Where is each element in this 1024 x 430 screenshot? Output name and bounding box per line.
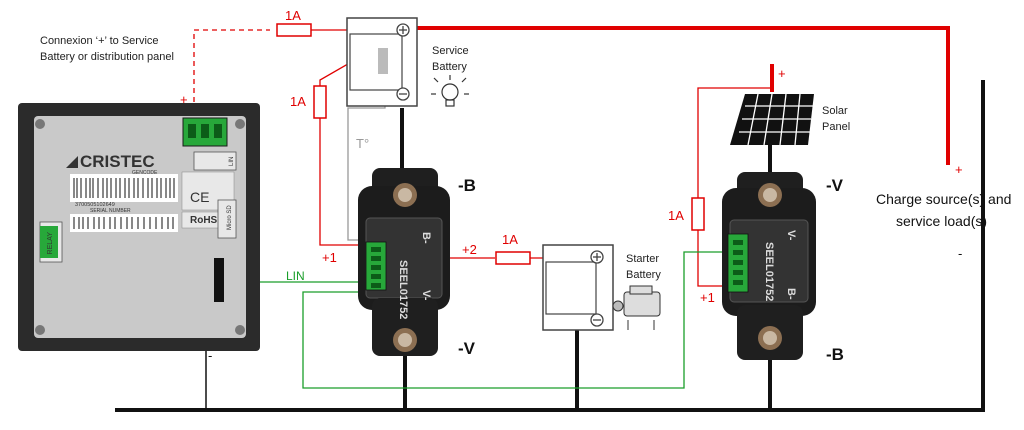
fuse-top bbox=[276, 23, 312, 37]
charge-source-label-2: service load(s) bbox=[896, 213, 987, 229]
fuse-label-top: 1A bbox=[285, 8, 301, 23]
controller-brand: CRISTEC bbox=[80, 152, 155, 171]
dashed-positive-connexion bbox=[193, 29, 270, 120]
shunt-left-b: B- bbox=[420, 232, 432, 244]
charge-source-label: Charge source(s) and bbox=[876, 191, 1011, 207]
solar-panel bbox=[730, 93, 814, 146]
controller-minus: - bbox=[208, 348, 212, 363]
shunt-left-v-label: -V bbox=[458, 339, 476, 358]
fuse-right bbox=[691, 197, 705, 231]
charge-source-plus: + bbox=[955, 162, 963, 177]
starter-battery-label: Starter bbox=[626, 253, 659, 265]
controller-plus: + bbox=[180, 92, 188, 107]
service-battery-label: Service bbox=[432, 45, 469, 57]
starter-battery bbox=[542, 244, 614, 331]
shunt-left-plus2: +2 bbox=[462, 242, 477, 257]
solar-plus: + bbox=[778, 66, 786, 81]
engine-icon bbox=[612, 285, 661, 330]
controller-micro-sd-label: Micro SD bbox=[227, 205, 233, 230]
service-battery bbox=[346, 17, 418, 107]
service-battery-label-2: Battery bbox=[432, 61, 467, 73]
solar-panel-label-2: Panel bbox=[822, 121, 850, 133]
shunt-left bbox=[358, 168, 450, 356]
connexion-label-line2: Battery or distribution panel bbox=[40, 51, 174, 63]
fuse-label-right: 1A bbox=[668, 208, 684, 223]
shunt-right-v-label: -V bbox=[826, 176, 844, 195]
controller-rohs: RoHS bbox=[190, 215, 218, 226]
shunt-left-b-label: -B bbox=[458, 176, 476, 195]
fuse-middle bbox=[495, 251, 531, 265]
lin-label: LIN bbox=[286, 269, 305, 283]
cristec-controller bbox=[18, 103, 260, 351]
shunt-right-part: SEEL01752 bbox=[763, 242, 775, 301]
shunt-right bbox=[722, 172, 816, 360]
connexion-label-line1: Connexion ‘+’ to Service bbox=[40, 35, 159, 47]
controller-gencode: GENCODE bbox=[132, 170, 158, 176]
fuse-label-middle: 1A bbox=[502, 232, 518, 247]
negative-bus bbox=[115, 80, 985, 412]
fuses bbox=[276, 23, 705, 265]
controller-barcode-number: 3700505102649 bbox=[75, 202, 115, 208]
starter-battery-label-2: Battery bbox=[626, 269, 661, 281]
positive-main-wire bbox=[412, 26, 950, 165]
shunt-left-part: SEEL01752 bbox=[397, 260, 409, 319]
shunt-left-plus1: +1 bbox=[322, 250, 337, 265]
lightbulb-icon bbox=[431, 75, 469, 107]
controller-ce-mark: CE bbox=[190, 189, 209, 205]
shunt-right-b: B- bbox=[785, 288, 797, 300]
fuse-label-left: 1A bbox=[290, 94, 306, 109]
controller-lin-port-label: LIN bbox=[229, 157, 235, 166]
charge-source-minus: - bbox=[958, 246, 962, 261]
controller-serial-label: SERIAL NUMBER bbox=[90, 208, 131, 214]
shunt-right-b-label: -B bbox=[826, 345, 844, 364]
shunt-left-v: V- bbox=[420, 290, 432, 301]
shunt-right-v: V- bbox=[785, 230, 797, 241]
shunt-right-plus1: +1 bbox=[700, 290, 715, 305]
fuse-left bbox=[313, 85, 327, 119]
controller-relay-label: RELAY bbox=[47, 232, 54, 255]
solar-panel-label: Solar bbox=[822, 105, 848, 117]
temperature-label: T° bbox=[356, 136, 369, 151]
